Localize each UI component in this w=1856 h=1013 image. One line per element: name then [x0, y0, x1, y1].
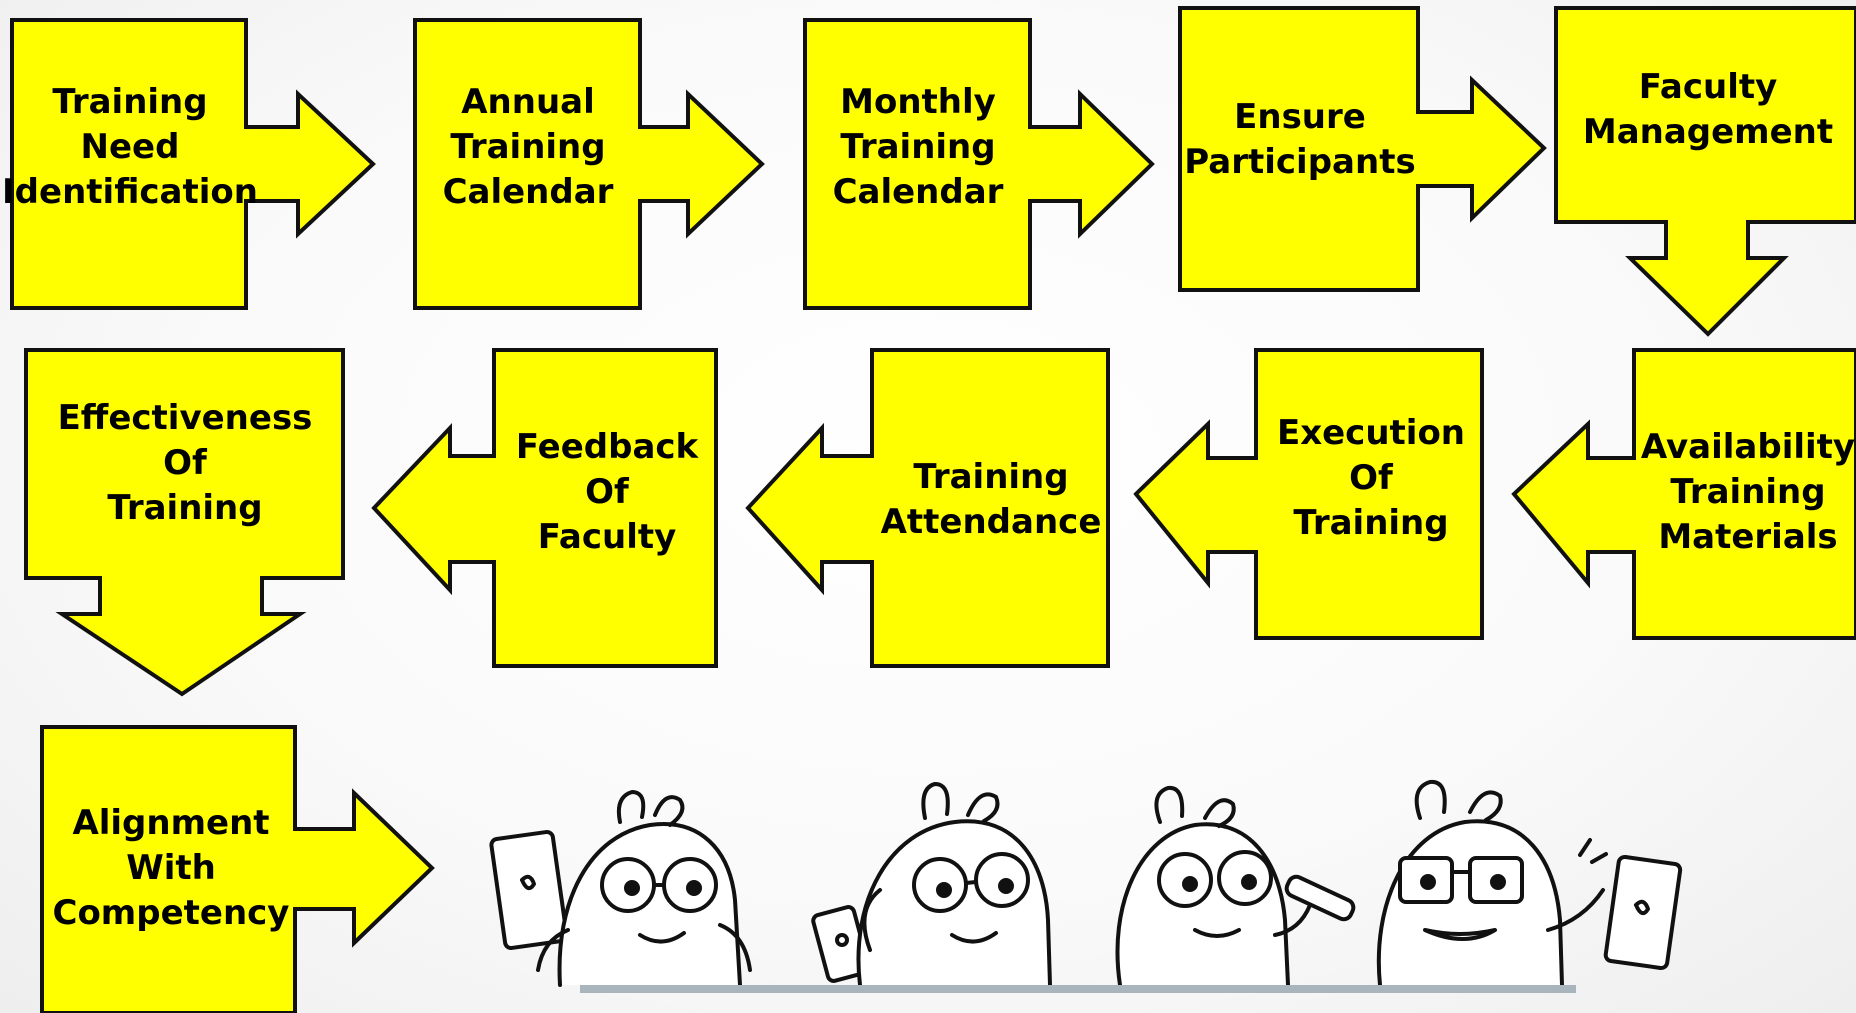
- step-line: With: [126, 847, 216, 888]
- step-line: Availability: [1640, 426, 1856, 467]
- step-line: Of: [163, 442, 207, 483]
- step-label-training-attendance: Training Attendance: [876, 452, 1106, 547]
- step-shape-execution-of-training: [1133, 348, 1484, 640]
- character-laptop-left-icon: [489, 790, 752, 987]
- step-line: Effectiveness: [57, 397, 313, 438]
- step-label-ensure-participants: Ensure Participants: [1184, 92, 1416, 187]
- step-line: Alignment: [72, 802, 270, 843]
- step-label-effectiveness-of-training: Effectiveness Of Training: [30, 393, 340, 533]
- step-label-feedback-of-faculty: Feedback Of Faculty: [500, 422, 714, 562]
- step-line: Need: [80, 127, 180, 167]
- step-label-alignment-with-competency: Alignment With Competency: [46, 798, 296, 938]
- step-line: Materials: [1658, 516, 1838, 557]
- step-label-availability-training-materials: Availability Training Materials: [1640, 422, 1856, 562]
- step-line: Faculty: [537, 516, 677, 557]
- step-line: Monthly: [840, 82, 996, 122]
- step-line: Ensure: [1234, 96, 1366, 137]
- character-laptop-right-icon: [1376, 779, 1683, 987]
- step-line: Training: [107, 487, 263, 528]
- step-line: Feedback: [515, 426, 699, 467]
- ground-line: [580, 985, 1576, 993]
- step-shape-training-attendance: [745, 348, 1110, 668]
- step-line: Identification: [2, 172, 258, 212]
- step-shape-availability-training-materials: [1511, 348, 1856, 640]
- four-cartoon-characters-with-devices-icon: [489, 779, 1683, 987]
- step-shape-annual-training-calendar: [413, 18, 765, 310]
- character-pen-icon: [1115, 785, 1356, 987]
- step-line: Annual: [461, 82, 595, 122]
- step-line: Execution: [1276, 412, 1466, 453]
- step-line: Attendance: [880, 501, 1102, 542]
- step-line: Participants: [1184, 141, 1416, 182]
- step-shape-ensure-participants: [1178, 6, 1547, 292]
- step-line: Training: [840, 127, 996, 167]
- step-line: Calendar: [832, 172, 1004, 212]
- step-shape-effectiveness-of-training: [24, 348, 345, 697]
- step-line: Training: [450, 127, 606, 167]
- step-shape-feedback-of-faculty: [371, 348, 718, 668]
- step-line: Training: [52, 82, 208, 122]
- step-label-training-need-identification: Training Need Identification: [2, 60, 258, 235]
- step-line: Faculty: [1638, 66, 1778, 107]
- step-line: Management: [1582, 111, 1834, 152]
- step-line: Training: [1670, 471, 1826, 512]
- step-line: Calendar: [442, 172, 614, 212]
- step-label-faculty-management: Faculty Management: [1560, 62, 1856, 157]
- character-phone-icon: [811, 782, 1052, 987]
- step-shape-training-need-identification: [10, 18, 376, 310]
- step-line: Training: [913, 456, 1069, 497]
- step-label-execution-of-training: Execution Of Training: [1262, 408, 1480, 548]
- step-label-monthly-training-calendar: Monthly Training Calendar: [808, 60, 1028, 235]
- step-shape-monthly-training-calendar: [803, 18, 1155, 310]
- step-line: Competency: [52, 892, 290, 933]
- step-line: Of: [585, 471, 629, 512]
- step-line: Of: [1349, 457, 1393, 498]
- step-line: Training: [1293, 502, 1449, 543]
- step-shape-alignment-with-competency: [40, 725, 435, 1013]
- step-label-annual-training-calendar: Annual Training Calendar: [418, 60, 638, 235]
- step-shape-faculty-management: [1554, 6, 1856, 337]
